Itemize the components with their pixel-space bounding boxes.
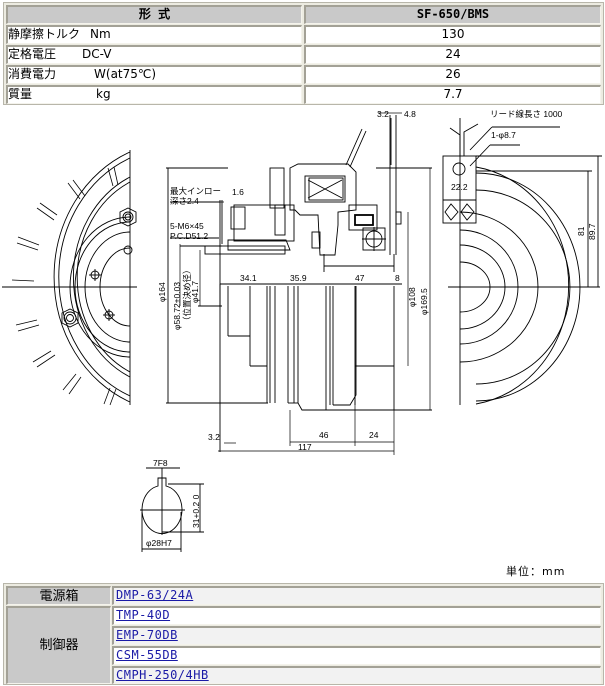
spec-row-value: 24 [304,45,601,64]
dim-35-9: 35.9 [290,273,307,283]
spec-name: 定格電圧 [8,47,57,61]
dimension-lines [176,112,431,455]
controller-row: TMP-40D [112,606,601,625]
group-label-controller-text: 制御器 [39,638,79,653]
positioning-label: （位置決め径） [182,265,192,325]
pcd-label: P.C.D51.2 [170,231,208,241]
product-link-cmph-250-4hb[interactable]: CMPH-250/4HB [116,668,209,682]
spec-row-name: 静摩擦トルク Nm [6,25,302,44]
dim-3-2-bottom: 3.2 [208,432,220,442]
header-model: SF-650/BMS [304,5,601,24]
controller-row: CMPH-250/4HB [112,666,601,684]
product-link-emp-70db[interactable]: EMP-70DB [116,628,178,642]
side-view [166,115,432,452]
lead-wire-label: リード線長さ 1000 [490,109,563,119]
spec-unit: W(at75℃) [94,67,157,81]
bore-label: φ28H7 [146,538,172,548]
product-link-tmp-40d[interactable]: TMP-40D [116,608,171,622]
max-spigot-label: 最大インロー [170,186,221,196]
dimension-labels: リード線長さ 1000 1-φ8.7 22.2 81 89.7 3.2 4.8 … [146,109,597,548]
unit-label: 単位：mm [506,565,566,578]
spec-unit: kg [96,87,111,101]
spec-row-name: 消費電力 W(at75℃) [6,65,302,84]
dim-117: 117 [298,442,312,452]
dim-58-72: φ58.72±0.03 [172,282,182,330]
spec-row-value: 26 [304,65,601,84]
spec-name: 質量 [8,87,33,101]
dim-34-1: 34.1 [240,273,257,283]
rear-view-right [442,118,602,405]
spec-name: 消費電力 [8,67,57,81]
dim-47: 47 [355,273,365,283]
dim-22-2: 22.2 [451,182,468,192]
product-link-dmp-63-24a[interactable]: DMP-63/24A [116,588,194,602]
dim-3-2-top: 3.2 [377,109,389,119]
power-box-row: DMP-63/24A [112,586,601,605]
controller-row: CSM-55DB [112,646,601,665]
spec-unit: Nm [90,27,111,41]
spec-row-value: 130 [304,25,601,44]
spigot-depth-label: 深さ2.4 [170,196,199,206]
header-label: 形 式 [6,5,302,24]
hole-label: 1-φ8.7 [491,130,516,140]
key-width-label: 7F8 [153,458,168,468]
group-label-controller: 制御器 [6,606,111,684]
dim-1-6: 1.6 [232,187,244,197]
dim-4-8: 4.8 [404,109,416,119]
spec-row-value: 7.7 [304,85,601,104]
screws-label: 5-M6×45 [170,221,204,231]
dim-46: 46 [319,430,329,440]
spec-unit: DC-V [82,47,112,61]
dim-24: 24 [369,430,379,440]
dim-164: φ164 [157,282,167,302]
dim-81: 81 [576,226,586,236]
dimension-drawing: リード線長さ 1000 1-φ8.7 22.2 81 89.7 3.2 4.8 … [2,109,602,552]
group-label-power-box: 電源箱 [6,586,111,605]
product-link-csm-55db[interactable]: CSM-55DB [116,648,178,662]
accessory-table: 電源箱 DMP-63/24A 制御器 TMP-40D EMP-70DB CSM-… [3,583,604,685]
key-depth-label: 31+0.2 0 [191,494,201,528]
controller-row: EMP-70DB [112,626,601,645]
spec-row-name: 定格電圧 DC-V [6,45,302,64]
dim-41-7: φ41.7 [190,281,200,303]
dim-108: φ108 [407,287,417,307]
bore-keyway-detail [140,467,204,552]
dim-8: 8 [395,273,400,283]
front-view-left [2,150,137,406]
dim-89-7: 89.7 [587,223,597,240]
spec-name: 静摩擦トルク [8,27,81,41]
dim-169-5: φ169.5 [419,288,429,315]
spec-row-name: 質量 kg [6,85,302,104]
